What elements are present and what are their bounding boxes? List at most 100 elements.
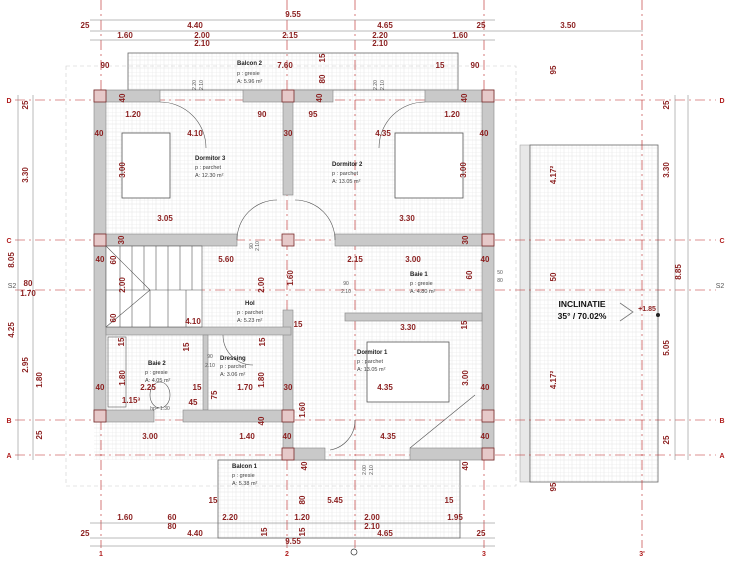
room-dormitor-3-text: A: 12.30 m² (195, 173, 224, 179)
inner-dimensions-text: 60 (465, 270, 474, 279)
inner-dimensions-text: 40 (96, 383, 105, 392)
inner-dimensions-text: 1.70 (237, 383, 253, 392)
room-dressing-text: A: 3.06 m² (220, 372, 246, 378)
room-balcon-2: Balcon 2 p : gresie A: 5.96 m² (237, 61, 263, 85)
top-dimensions-text: 2.00 (194, 31, 210, 40)
door-marks-text: 2.00 (362, 465, 368, 475)
inner-dimensions-text: 15 (460, 320, 469, 329)
room-hol-text: p : parchet (237, 310, 263, 316)
inner-dimensions-text: 1.80 (118, 370, 127, 386)
balcony-2-area (127, 52, 459, 91)
axis-labels-text: 1 (99, 551, 103, 558)
axis-labels-text: C (6, 238, 11, 245)
walls (93, 89, 495, 461)
room-baie-2-text: Baie 2 (148, 361, 166, 367)
room-dormitor-2-text: p : parchet (332, 171, 358, 177)
inner-dimensions-text: 15 (258, 337, 267, 346)
top-dimensions-text: 2.20 (372, 31, 388, 40)
inner-dimensions-text: 40 (300, 461, 309, 470)
door-marks-text: 90 (249, 243, 255, 249)
inner-dimensions-text: 1.80 (257, 372, 266, 388)
room-dressing-text: Dressing (220, 356, 246, 362)
roof-slope (529, 144, 659, 483)
north-arrow-icon (350, 548, 358, 556)
axis-labels-text: S2 (716, 283, 725, 290)
plan-shape (481, 447, 495, 461)
room-baie-1-text: Baie 1 (410, 272, 428, 278)
bottom-dimensions-text: 1.60 (117, 513, 133, 522)
inner-dimensions-text: 2.15 (347, 255, 363, 264)
door-marks-text: 2.10 (341, 289, 351, 295)
bottom-dimensions-text: 80 (168, 522, 177, 531)
bottom-dimensions-text: 60 (168, 513, 177, 522)
balcony-1-area (217, 459, 461, 539)
axis-labels-text: A (719, 453, 724, 460)
right-dimensions-text: 95 (549, 482, 558, 491)
plan-shape (281, 409, 295, 423)
room-dormitor-1-text: A: 13.05 m² (357, 367, 386, 373)
inner-dimensions-text: 40 (283, 432, 292, 441)
bed-dormitor-1 (366, 341, 450, 403)
plan-shape (93, 89, 107, 103)
left-dimensions-text: 4.25 (7, 322, 16, 338)
left-dimensions: 25 3.30 8.05 80 1.70 4.25 2.95 1.80 25 (7, 100, 44, 439)
roof-edge (519, 144, 531, 483)
top-dimensions-text: 1.60 (452, 31, 468, 40)
plan-shape (344, 312, 483, 322)
right-dimensions-text: 3.30 (662, 162, 671, 178)
axis-labels-text: D (6, 98, 11, 105)
inner-dimensions-text: 5.45 (327, 496, 343, 505)
left-dimensions-text: 1.80 (35, 372, 44, 388)
inner-dimensions-text: 2.25 (140, 383, 156, 392)
room-hol-text: A: 5.23 m² (237, 318, 263, 324)
inner-dimensions-text: 30 (284, 129, 293, 138)
inner-dimensions-text: 2.00 (118, 277, 127, 293)
inner-dimensions-text: 80 (318, 74, 327, 83)
inner-dimensions-text: 4.10 (187, 129, 203, 138)
roof-slope-annotation-text: INCLINATIE (558, 299, 605, 309)
room-balcon-2-text: p : gresie (237, 71, 260, 77)
inner-dimensions-text: 1.15³ (122, 396, 141, 405)
left-dimensions-text: 2.95 (21, 357, 30, 373)
inner-dimensions-text: 15 (117, 337, 126, 346)
bottom-dimensions-text: 4.65 (377, 529, 393, 538)
room-balcon-2-text: Balcon 2 (237, 61, 263, 67)
plan-shape (93, 233, 238, 247)
inner-dimensions-text: 90 (101, 61, 110, 70)
right-dimensions-text: 5.05 (662, 340, 671, 356)
bottom-dimensions-text: 2.20 (222, 513, 238, 522)
plan-shape (481, 233, 495, 247)
inner-dimensions-text: 75 (210, 390, 219, 399)
top-dimensions-text: 2.10 (372, 39, 388, 48)
door-marks-text: 2.10 (199, 80, 205, 90)
inner-dimensions-text: 3.00 (118, 162, 127, 178)
slope-arrow-icon (619, 302, 634, 322)
top-dimensions-text: 4.40 (187, 21, 203, 30)
right-dimensions-text: 25 (662, 435, 671, 444)
plan-shape (334, 233, 495, 247)
room-dressing: Dressing p : parchet A: 3.06 m² (220, 356, 246, 378)
axis-labels-text: S2 (8, 283, 17, 290)
top-dimensions-text: 3.50 (560, 21, 576, 30)
door-marks-text: 90 (343, 281, 349, 287)
room-baie-1-text: A: 4.80 m² (410, 289, 436, 295)
room-baie-2-text: p : gresie (145, 370, 168, 376)
inner-dimensions-text: 95 (309, 110, 318, 119)
right-dimensions-text: 8.85 (674, 264, 683, 280)
plan-shape (481, 89, 495, 461)
inner-dimensions-text: 4.35 (377, 383, 393, 392)
plan-shape (105, 326, 292, 336)
left-dimensions-text: 25 (35, 430, 44, 439)
staircase (105, 245, 203, 328)
left-dimensions-text: 3.30 (21, 167, 30, 183)
room-balcon-1: Balcon 1 p : gresie A: 5.38 m² (232, 464, 258, 487)
axis-labels-text: C (719, 238, 724, 245)
roof-slope-annotation: INCLINATIE 35° / 70.02% +1.85 (558, 299, 660, 322)
plan-shape (481, 409, 495, 423)
inner-dimensions-text: 4.35 (380, 432, 396, 441)
axis-labels-text: A (6, 453, 11, 460)
door-marks-text: 2.10 (369, 465, 375, 475)
inner-dimensions-text: 90 (258, 110, 267, 119)
axis-labels-text: D (719, 98, 724, 105)
room-dormitor-1-text: p : parchet (357, 359, 383, 365)
